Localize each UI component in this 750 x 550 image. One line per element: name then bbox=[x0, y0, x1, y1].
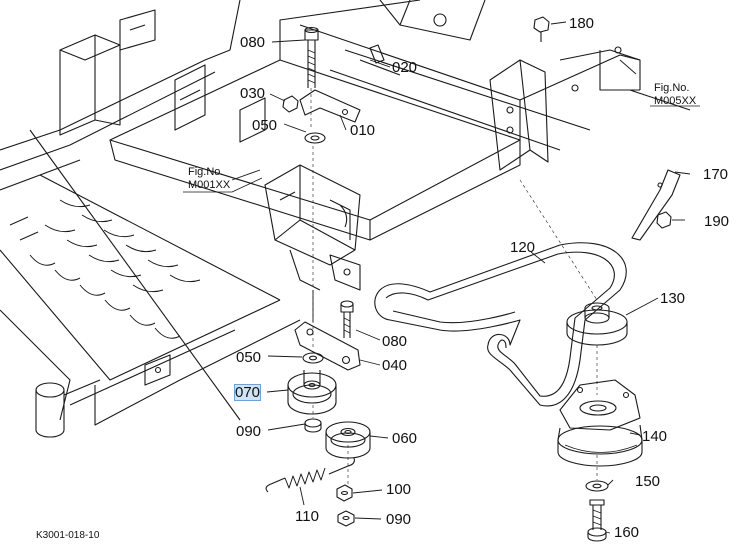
washer-150 bbox=[585, 480, 609, 492]
label-010[interactable]: 010 bbox=[350, 122, 376, 139]
label-140[interactable]: 140 bbox=[642, 428, 668, 445]
label-160[interactable]: 160 bbox=[614, 524, 640, 541]
label-080-lower[interactable]: 080 bbox=[382, 333, 408, 350]
washer-050-lower bbox=[302, 352, 324, 364]
label-110[interactable]: 110 bbox=[295, 508, 319, 525]
fig-ref-left-title: Fig.No. bbox=[188, 166, 224, 178]
label-100[interactable]: 100 bbox=[386, 481, 412, 498]
washer-050-top bbox=[304, 132, 326, 144]
fig-ref-left-number: M001XX bbox=[188, 178, 231, 191]
fig-ref-left[interactable]: Fig.No. M001XX bbox=[188, 166, 230, 191]
label-050-lower[interactable]: 050 bbox=[236, 349, 262, 366]
label-120[interactable]: 120 bbox=[510, 239, 536, 256]
belt-guide-170 bbox=[631, 169, 681, 241]
label-050-top[interactable]: 050 bbox=[252, 117, 278, 134]
assembly-axes bbox=[310, 88, 598, 485]
nut-090-lower bbox=[337, 510, 355, 527]
tension-bracket bbox=[264, 0, 486, 291]
bolt-160 bbox=[587, 499, 607, 542]
label-030[interactable]: 030 bbox=[240, 85, 266, 102]
bolt-080-top bbox=[304, 26, 319, 88]
pulley-130 bbox=[566, 302, 628, 346]
fig-ref-right[interactable]: Fig.No. M005XX bbox=[654, 82, 696, 107]
deck-frame bbox=[0, 0, 691, 438]
label-040[interactable]: 040 bbox=[382, 357, 408, 374]
label-020[interactable]: 020 bbox=[392, 59, 418, 76]
label-180[interactable]: 180 bbox=[569, 15, 595, 32]
bolt-190 bbox=[656, 211, 672, 229]
idler-pulley-070 bbox=[287, 370, 337, 415]
label-150[interactable]: 150 bbox=[635, 473, 661, 490]
bolt-180 bbox=[533, 16, 550, 42]
drive-belt-120 bbox=[374, 242, 627, 407]
label-130[interactable]: 130 bbox=[660, 290, 686, 307]
fig-ref-right-title: Fig.No. bbox=[654, 82, 690, 94]
label-080-top[interactable]: 080 bbox=[240, 34, 266, 51]
nut-100 bbox=[336, 484, 353, 502]
bolt-080-lower bbox=[340, 300, 354, 338]
label-090-lower[interactable]: 090 bbox=[386, 511, 412, 528]
label-090-upper[interactable]: 090 bbox=[236, 423, 262, 440]
fig-ref-right-number: M005XX bbox=[654, 94, 697, 107]
leader-lines bbox=[231, 21, 691, 534]
label-060[interactable]: 060 bbox=[392, 430, 418, 447]
label-070[interactable]: 070 bbox=[233, 384, 262, 401]
label-190[interactable]: 190 bbox=[704, 213, 730, 230]
drawing-code: K3001-018-10 bbox=[36, 530, 100, 541]
fig-ref-left-pointer bbox=[183, 177, 263, 193]
pto-clutch-140 bbox=[557, 379, 643, 467]
label-170[interactable]: 170 bbox=[703, 166, 729, 183]
nut-090-upper bbox=[304, 418, 322, 433]
